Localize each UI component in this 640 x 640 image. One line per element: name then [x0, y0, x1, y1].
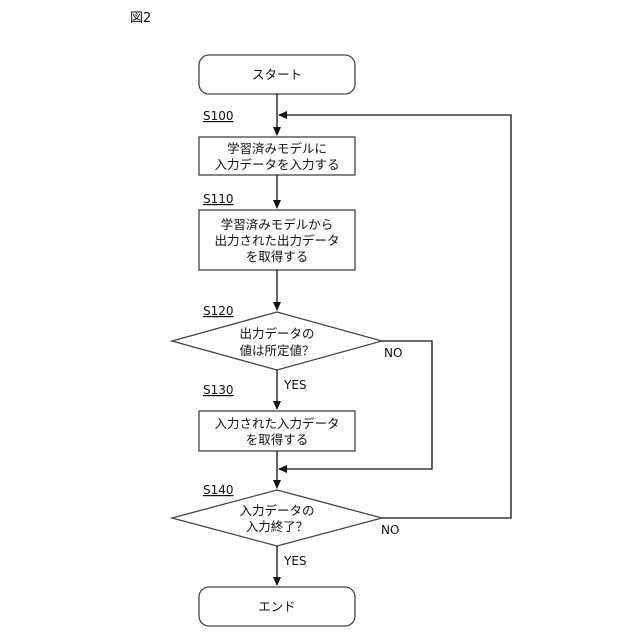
decision-s140-yes-label: YES: [283, 554, 307, 568]
start-label: スタート: [252, 67, 302, 82]
decision-s140-line2: 入力終了？: [246, 519, 309, 534]
end-label: エンド: [258, 599, 296, 614]
decision-s120-yes-label: YES: [283, 378, 307, 392]
process-s110-line3: を取得する: [246, 249, 309, 264]
process-s130-line1: 入力された入力データ: [214, 416, 339, 431]
step-label-s140: S140: [203, 483, 234, 497]
step-label-s130: S130: [203, 383, 234, 397]
decision-s140-line1: 入力データの: [239, 503, 314, 518]
decision-s120-no-label: NO: [384, 346, 402, 360]
process-s100-line1: 学習済みモデルに: [227, 141, 327, 156]
decision-s140: [172, 490, 382, 546]
process-s110-line1: 学習済みモデルから: [221, 217, 334, 232]
step-label-s120: S120: [203, 304, 234, 318]
process-s100-line2: 入力データを入力する: [214, 157, 339, 172]
decision-s120-line2: 値は所定値？: [239, 343, 314, 358]
process-s130-line2: を取得する: [246, 432, 309, 447]
step-label-s100: S100: [203, 109, 234, 123]
decision-s120: [172, 312, 382, 370]
process-s110-line2: 出力された出力データ: [214, 233, 339, 248]
step-label-s110: S110: [203, 192, 234, 206]
decision-s140-no-label: NO: [381, 523, 399, 537]
decision-s120-line1: 出力データの: [239, 326, 314, 341]
figure-label: 図2: [130, 11, 151, 26]
